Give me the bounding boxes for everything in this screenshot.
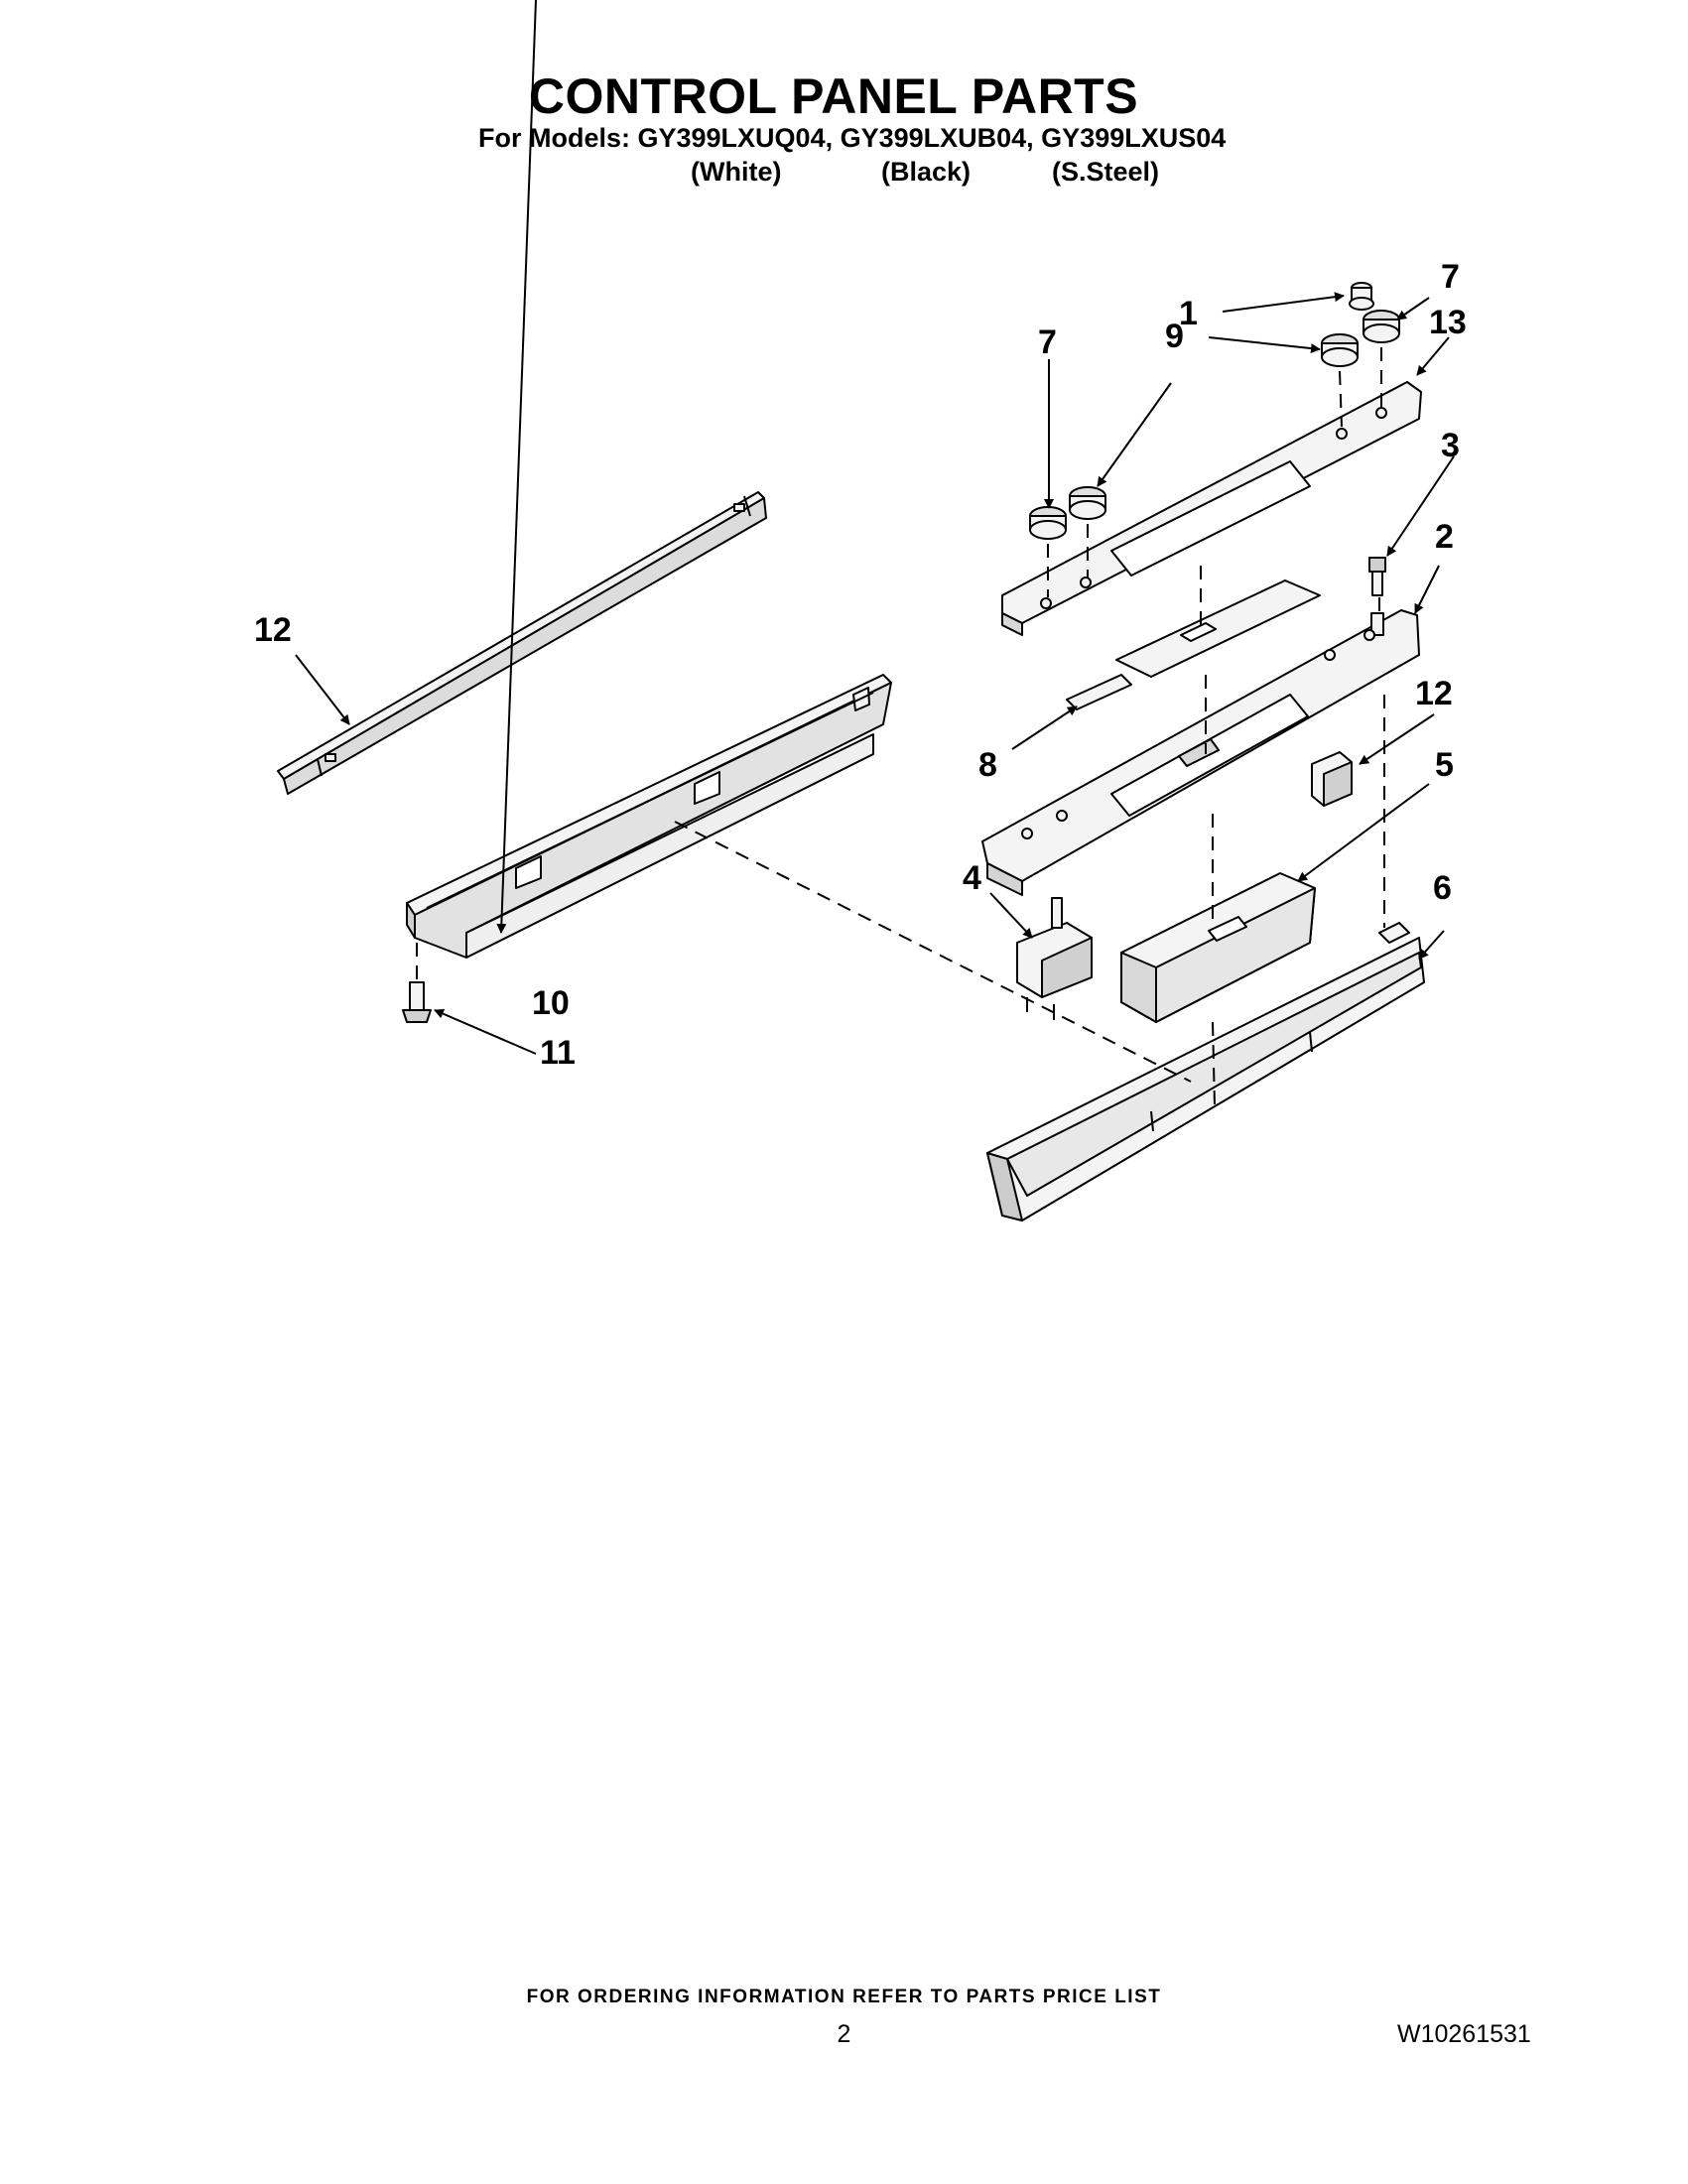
callout-12-right: 12 <box>1415 675 1453 712</box>
callout-3: 3 <box>1441 427 1460 464</box>
callout-7-left: 7 <box>1038 323 1057 361</box>
callout-10: 10 <box>532 984 570 1022</box>
ordering-note: FOR ORDERING INFORMATION REFER TO PARTS … <box>526 1987 1162 2007</box>
callout-11: 11 <box>540 1034 576 1072</box>
callout-6: 6 <box>1433 869 1452 907</box>
screw-part-11 <box>402 981 432 1023</box>
control-panel-frame-part <box>981 609 1420 896</box>
knob-part-7-left <box>1029 506 1067 540</box>
knob-part-7-right <box>1363 310 1400 343</box>
callout-7-right: 7 <box>1441 258 1460 296</box>
callout-2: 2 <box>1435 518 1454 556</box>
knob-part-9-right <box>1321 333 1359 367</box>
callout-1: 1 <box>1179 295 1198 332</box>
models-line: For Models: GY399LXUQ04, GY399LXUB04, GY… <box>478 123 1227 153</box>
callout-12-left: 12 <box>254 611 292 649</box>
document-number: W10261531 <box>1397 2020 1531 2048</box>
infinite-switch-part <box>1016 897 1093 1020</box>
callout-13: 13 <box>1429 304 1467 341</box>
variant-steel: (S.Steel) <box>1052 157 1160 187</box>
page-title: CONTROL PANEL PARTS <box>528 68 1139 124</box>
callout-9: 9 <box>1165 318 1184 355</box>
knob-part-9-left <box>1069 486 1106 520</box>
button-part-1 <box>1349 282 1374 311</box>
mounting-bracket-part <box>406 674 892 959</box>
variant-black: (Black) <box>881 157 972 187</box>
screw-part-3 <box>1368 557 1386 596</box>
leader-arrows <box>295 0 1455 1055</box>
callout-8: 8 <box>978 746 997 784</box>
variant-white: (White) <box>691 157 782 187</box>
control-panel-overlay-part <box>1001 381 1422 636</box>
electronic-control-part <box>1120 872 1316 1023</box>
membrane-switch-part <box>1066 579 1321 710</box>
alignment-lines <box>416 347 1385 1107</box>
switch-part-12 <box>1311 751 1353 807</box>
callout-4: 4 <box>963 859 981 897</box>
page-number: 2 <box>837 2020 851 2048</box>
callout-5: 5 <box>1435 746 1454 784</box>
trim-strip-part <box>277 491 767 795</box>
